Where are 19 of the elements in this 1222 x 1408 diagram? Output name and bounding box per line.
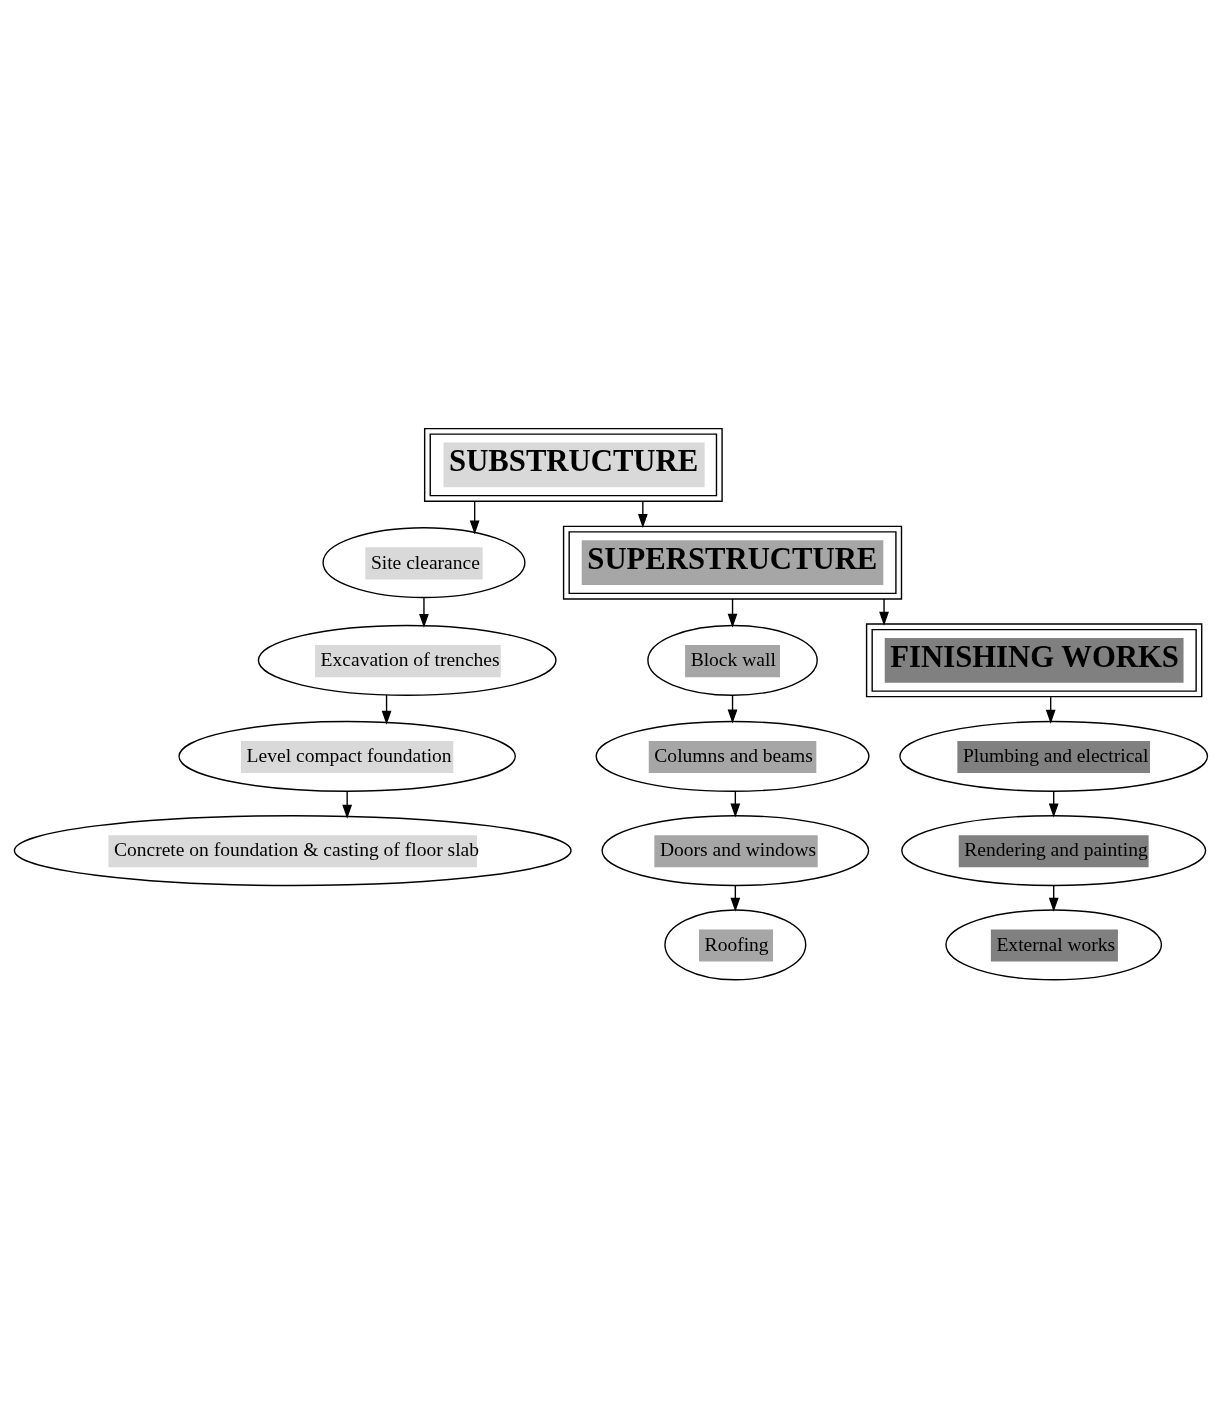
node-ellipse: Concrete on foundation & casting of floor slab — [13, 815, 572, 887]
node-ellipse: Rendering and painting — [901, 815, 1207, 887]
node-ellipse: Excavation of trenches — [257, 624, 557, 696]
arrow — [419, 596, 429, 628]
node-ellipse: Columns and beams — [595, 720, 870, 792]
arrow — [879, 598, 889, 626]
node-box: SUBSTRUCTURE — [423, 427, 723, 502]
node-box: SUPERSTRUCTURE — [562, 525, 903, 600]
node-ellipse: Site clearance — [322, 527, 526, 599]
arrow — [637, 500, 648, 528]
node-ellipse: Level compact foundation — [178, 720, 516, 792]
node-ellipse: Plumbing and electrical — [899, 720, 1209, 792]
node-box: FINISHING WORKS — [865, 623, 1203, 698]
node-ellipse: Roofing — [664, 909, 807, 981]
node-ellipse: External works — [945, 909, 1163, 981]
arrow — [342, 790, 353, 819]
node-ellipse: Block wall — [647, 624, 818, 696]
node-ellipse: Doors and windows — [601, 815, 870, 887]
arrow — [469, 500, 480, 535]
